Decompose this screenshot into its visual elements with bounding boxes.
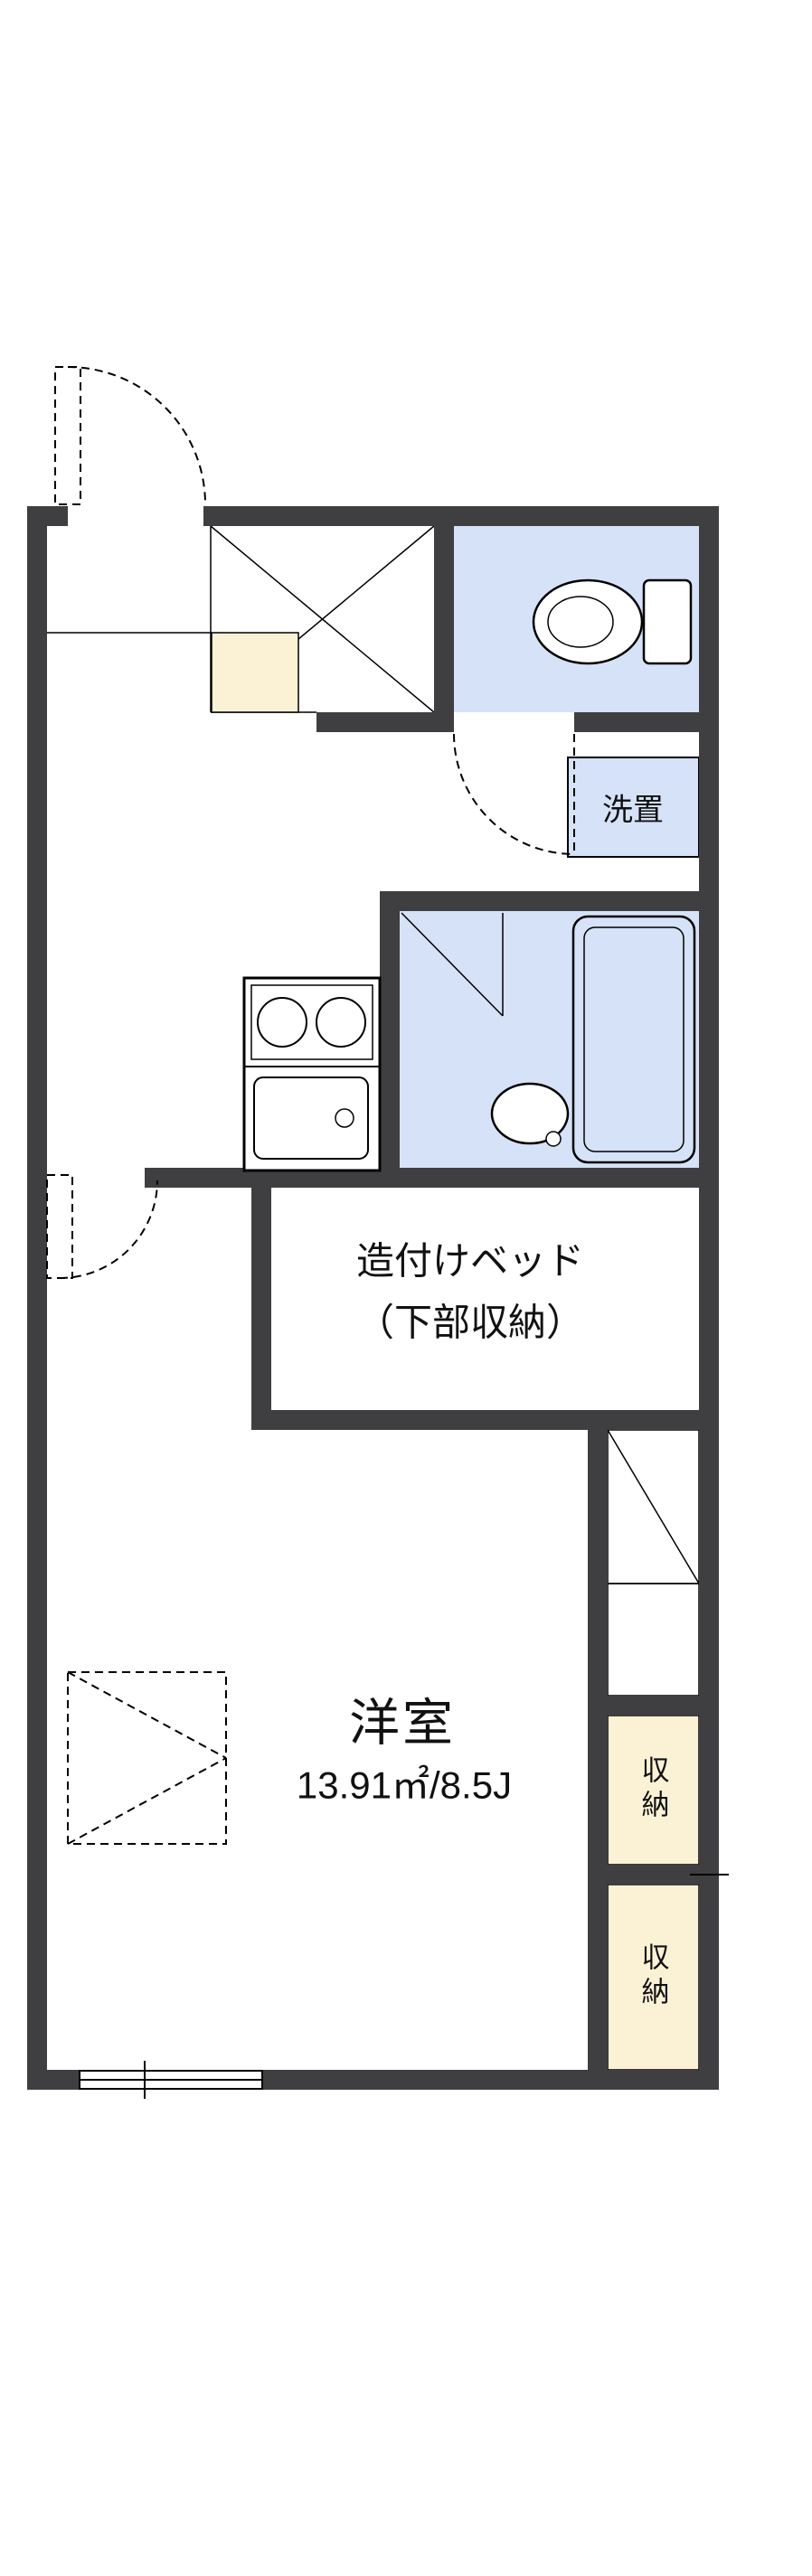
room-name-label: 洋室 (349, 1694, 456, 1752)
wall-toilet-left (434, 506, 454, 732)
wall-bed-bottom (251, 1410, 719, 1430)
entrance-door-arc (67, 366, 206, 505)
kitchen-unit-icon (242, 976, 382, 1172)
bathtub-icon (571, 915, 696, 1164)
room-area-label: 13.91㎡/8.5J (296, 1763, 513, 1807)
storage-dashed-outline (67, 1671, 227, 1845)
wall-bed-left (251, 1188, 271, 1430)
wall-closet-divider-1 (588, 1696, 719, 1716)
under-bed-storage-label: （下部収納） (355, 1301, 585, 1344)
wall-closet-divider-2 (588, 1865, 719, 1885)
walls (27, 506, 719, 2090)
wall-left (27, 506, 47, 2090)
laundry-label: 洗置 (602, 793, 664, 828)
wall-right-column (588, 1430, 608, 2070)
sink-drain-icon (335, 1108, 354, 1128)
shoe-cabinet (211, 632, 299, 713)
window (79, 2070, 263, 2090)
storage-dashed-diag-2 (67, 1757, 227, 1845)
wall-below-toilet (574, 712, 719, 732)
entrance-door-leaf (54, 366, 81, 505)
wall-below-closet (316, 712, 454, 732)
wall-right (699, 506, 719, 2090)
stove-frame (250, 984, 373, 1060)
right-column-panels (607, 1429, 700, 1697)
room-door-arc (59, 1180, 158, 1279)
door-swings (46, 366, 575, 1845)
closet-lower-label: 収納 (637, 1942, 669, 2011)
bath-door-icon (401, 912, 504, 1017)
toilet-icon (532, 578, 693, 665)
wall-top (203, 506, 719, 526)
storage-dashed-diag-1 (67, 1671, 227, 1759)
burner-left-icon (257, 997, 307, 1048)
built-in-bed-label: 造付けベッド (355, 1239, 585, 1283)
room-door-leaf (46, 1174, 73, 1279)
wall-bath-top (380, 891, 719, 911)
laundry-space-box (567, 757, 700, 858)
closet-upper-label: 収納 (637, 1755, 669, 1824)
panel-diagonal (607, 1429, 700, 1584)
wall-bath-left (380, 891, 400, 1188)
washbowl-icon (490, 1082, 570, 1147)
toilet-door-arc (453, 733, 575, 855)
wall-bath-bottom (145, 1168, 719, 1188)
sink-icon (253, 1076, 369, 1160)
burner-right-icon (316, 997, 366, 1048)
wall-top-stub (27, 506, 68, 526)
